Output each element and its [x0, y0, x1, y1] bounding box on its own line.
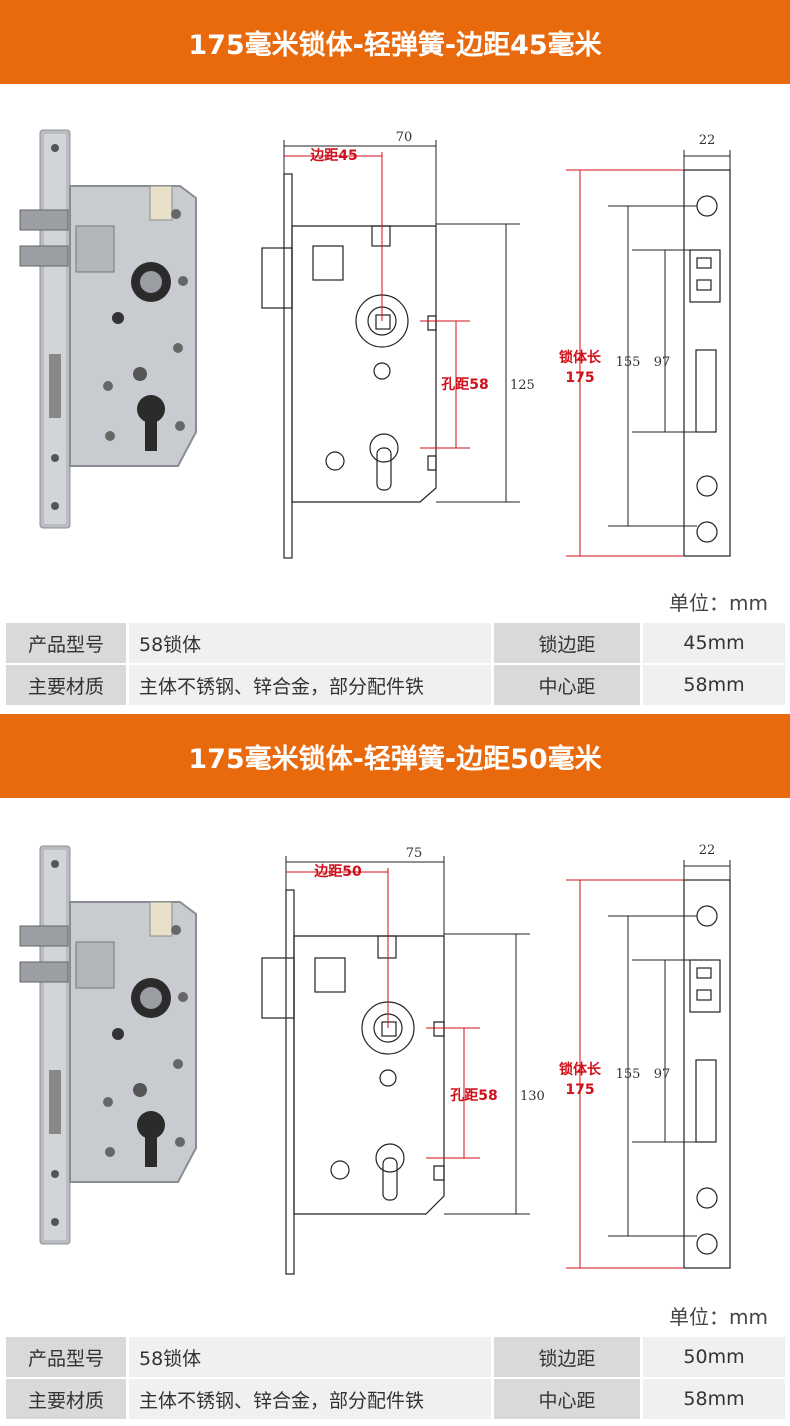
spec-table: 产品型号 58锁体 锁边距 45mm 主要材质 主体不锈钢、锌合金，部分配件铁 …	[6, 623, 788, 707]
spec-row: 产品型号 58锁体 锁边距 50mm	[6, 1337, 788, 1377]
spec-value: 45mm	[643, 623, 785, 663]
lock-photo	[19, 845, 197, 1245]
spec-table: 产品型号 58锁体 锁边距 50mm 主要材质 主体不锈钢、锌合金，部分配件铁 …	[6, 1337, 788, 1421]
unit-label: 单位：	[669, 1305, 730, 1329]
spec-row: 主要材质 主体不锈钢、锌合金，部分配件铁 中心距 58mm	[6, 665, 788, 705]
spec-row: 产品型号 58锁体 锁边距 45mm	[6, 623, 788, 663]
dim-body-height: 125	[510, 378, 535, 393]
dim-backset: 边距45	[309, 148, 357, 164]
spec-key: 中心距	[494, 1379, 640, 1419]
dim-thickness: 22	[699, 843, 716, 858]
unit-value: mm	[729, 1305, 768, 1329]
spec-value: 58mm	[643, 665, 785, 705]
lock-photo	[19, 129, 197, 529]
spec-key: 主要材质	[6, 1379, 126, 1419]
spec-value: 58mm	[643, 1379, 785, 1419]
front-dimensions	[283, 140, 520, 503]
spec-value: 主体不锈钢、锌合金，部分配件铁	[129, 1379, 491, 1419]
unit-label: 单位：	[669, 591, 730, 615]
dim-155: 155	[616, 1067, 641, 1082]
spec-row: 主要材质 主体不锈钢、锌合金，部分配件铁 中心距 58mm	[6, 1379, 788, 1419]
spec-section-50: 175毫米锁体-轻弹簧-边距50毫米	[0, 714, 790, 1426]
spec-value: 50mm	[643, 1337, 785, 1377]
spec-value: 58锁体	[129, 1337, 491, 1377]
spec-key: 主要材质	[6, 665, 126, 705]
front-dimensions	[285, 856, 530, 1215]
dim-width: 75	[406, 846, 423, 861]
dim-width: 70	[396, 130, 413, 145]
dim-thickness: 22	[699, 133, 716, 148]
dim-backset: 边距50	[313, 864, 362, 880]
dim-155: 155	[616, 355, 641, 370]
unit-text: 单位：mm	[669, 1301, 768, 1330]
unit-value: mm	[729, 591, 768, 615]
front-view-drawing	[261, 889, 445, 1275]
dim-length-value: 175	[565, 370, 594, 386]
side-view-drawing	[683, 169, 731, 557]
section-title: 175毫米锁体-轻弹簧-边距45毫米	[188, 29, 602, 61]
lock-drawing: 70 边距45 孔距58 125 2	[19, 129, 731, 559]
spec-key: 中心距	[494, 665, 640, 705]
side-view-drawing	[683, 879, 731, 1269]
lock-drawing: 75 边距50 孔距58 130 22	[19, 843, 731, 1275]
dim-97: 97	[654, 1067, 671, 1082]
spec-key: 锁边距	[494, 623, 640, 663]
spec-key: 产品型号	[6, 1337, 126, 1377]
dim-97: 97	[654, 355, 671, 370]
side-dimensions	[566, 860, 731, 1269]
section-banner: 175毫米锁体-轻弹簧-边距50毫米	[0, 714, 790, 798]
side-dimensions	[566, 150, 731, 557]
dim-body-height: 130	[520, 1089, 545, 1104]
section-title: 175毫米锁体-轻弹簧-边距50毫米	[188, 743, 602, 775]
front-view-drawing	[261, 173, 437, 559]
dim-length-value: 175	[565, 1082, 594, 1098]
spec-value: 主体不锈钢、锌合金，部分配件铁	[129, 665, 491, 705]
dim-length-label: 锁体长	[559, 349, 602, 366]
spec-value: 58锁体	[129, 623, 491, 663]
spec-key: 锁边距	[494, 1337, 640, 1377]
spec-section-45: 175毫米锁体-轻弹簧-边距45毫米	[0, 0, 790, 712]
dim-hole-distance: 孔距58	[441, 377, 488, 393]
unit-text: 单位：mm	[669, 587, 768, 616]
dim-length-label: 锁体长	[559, 1061, 602, 1078]
dim-hole-distance: 孔距58	[450, 1088, 497, 1104]
spec-key: 产品型号	[6, 623, 126, 663]
section-banner: 175毫米锁体-轻弹簧-边距45毫米	[0, 0, 790, 84]
